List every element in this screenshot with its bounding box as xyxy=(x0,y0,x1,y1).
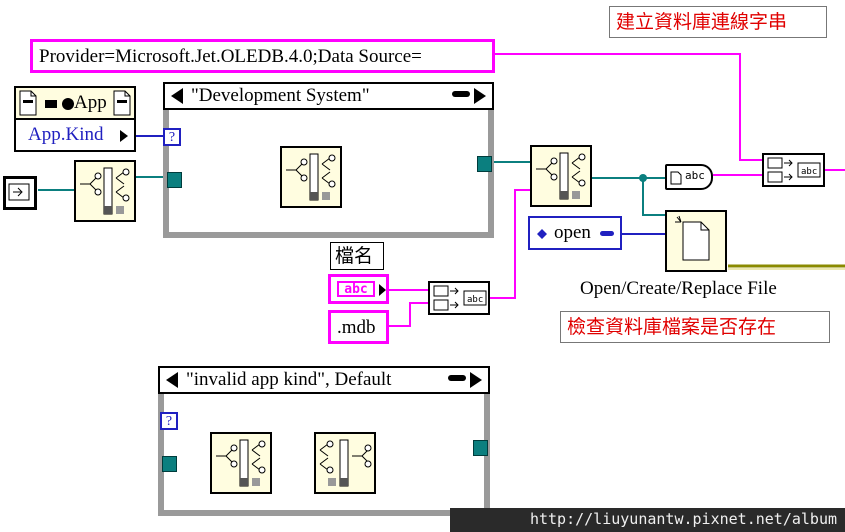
subvi-glyph-icon xyxy=(216,439,266,487)
app-property-node[interactable]: App App.Kind xyxy=(14,86,136,152)
wire-junction xyxy=(639,174,647,182)
wire-provider-string xyxy=(494,53,762,161)
property-node-header: App xyxy=(16,88,134,120)
control-output-arrow xyxy=(379,284,386,296)
strip-path-subvi[interactable] xyxy=(74,160,136,222)
case-label-development: "Development System" xyxy=(191,85,370,106)
case-input-tunnel xyxy=(162,456,177,472)
case-structure-development[interactable]: "Development System" ? xyxy=(163,82,494,238)
wire-concat-output xyxy=(490,189,530,299)
enum-menu-icon[interactable] xyxy=(600,231,614,236)
case-structure-default[interactable]: "invalid app kind", Default ? xyxy=(158,366,490,516)
case-output-tunnel xyxy=(477,156,492,172)
subvi-glyph-icon xyxy=(319,439,372,487)
key-icon xyxy=(45,98,74,110)
vi-doc-icon-right xyxy=(113,90,131,116)
open-file-label: Open/Create/Replace File xyxy=(580,278,777,299)
subvi-glyph-icon xyxy=(536,152,586,200)
concatenate-strings-node-middle[interactable]: abc xyxy=(428,281,490,315)
wire-path-to-open xyxy=(642,178,665,216)
provider-string-constant[interactable]: Provider=Microsoft.Jet.OLEDB.4.0;Data So… xyxy=(30,39,495,73)
case-selector-terminal[interactable]: ? xyxy=(160,412,178,430)
build-path-subvi[interactable] xyxy=(530,145,592,207)
subvi-default-1[interactable] xyxy=(210,432,272,494)
case-selector-terminal[interactable]: ? xyxy=(163,128,181,146)
case-selector-development[interactable]: "Development System" xyxy=(163,82,494,110)
open-enum-value: open xyxy=(554,222,591,243)
extension-constant[interactable]: .mdb xyxy=(328,310,389,344)
enum-increment-icon[interactable] xyxy=(536,227,548,241)
subvi-glyph-icon xyxy=(80,167,130,215)
open-create-replace-file-node[interactable] xyxy=(665,210,727,272)
property-app-kind[interactable]: App.Kind xyxy=(28,124,104,145)
app-reference-icon xyxy=(8,183,30,201)
svg-text:abc: abc xyxy=(801,167,817,177)
case-selector-default[interactable]: "invalid app kind", Default xyxy=(158,366,490,394)
app-reference-constant[interactable] xyxy=(3,176,37,210)
strip-path-subvi-inner[interactable] xyxy=(280,146,342,208)
vi-doc-icon xyxy=(19,90,37,116)
watermark: http://liuyunantw.pixnet.net/album xyxy=(450,508,845,532)
subvi-default-2[interactable] xyxy=(314,432,376,494)
note-build-connection-string: 建立資料庫連線字串 xyxy=(609,6,827,38)
file-name-label: 檔名 xyxy=(330,242,384,270)
property-class-name: App xyxy=(74,92,107,113)
case-menu-icon[interactable] xyxy=(452,91,470,97)
property-output-arrow xyxy=(120,130,128,142)
path-to-string-label: abc xyxy=(685,169,705,182)
file-name-type: abc xyxy=(337,281,375,297)
concatenate-strings-node-right[interactable]: abc xyxy=(762,153,825,187)
case-menu-icon[interactable] xyxy=(448,375,466,381)
path-to-string-node[interactable]: abc xyxy=(665,164,713,190)
svg-text:abc: abc xyxy=(467,295,483,305)
case-label-default: "invalid app kind", Default xyxy=(186,369,392,390)
concatenate-icon: abc xyxy=(767,157,821,183)
case-input-tunnel xyxy=(167,172,182,188)
path-glyph-icon xyxy=(670,171,682,185)
concatenate-icon: abc xyxy=(433,285,487,311)
case-output-tunnel xyxy=(473,440,488,456)
note-check-db-file: 檢查資料庫檔案是否存在 xyxy=(560,311,830,343)
open-operation-enum[interactable]: open xyxy=(528,216,622,250)
case-prev-arrow-icon[interactable] xyxy=(164,370,180,390)
case-prev-arrow-icon[interactable] xyxy=(169,86,185,106)
case-next-arrow-icon[interactable] xyxy=(472,86,488,106)
case-next-arrow-icon[interactable] xyxy=(468,370,484,390)
wire-extension xyxy=(388,302,428,327)
file-name-control[interactable]: abc xyxy=(328,274,389,304)
subvi-glyph-icon xyxy=(286,153,336,201)
new-file-icon xyxy=(675,215,710,261)
